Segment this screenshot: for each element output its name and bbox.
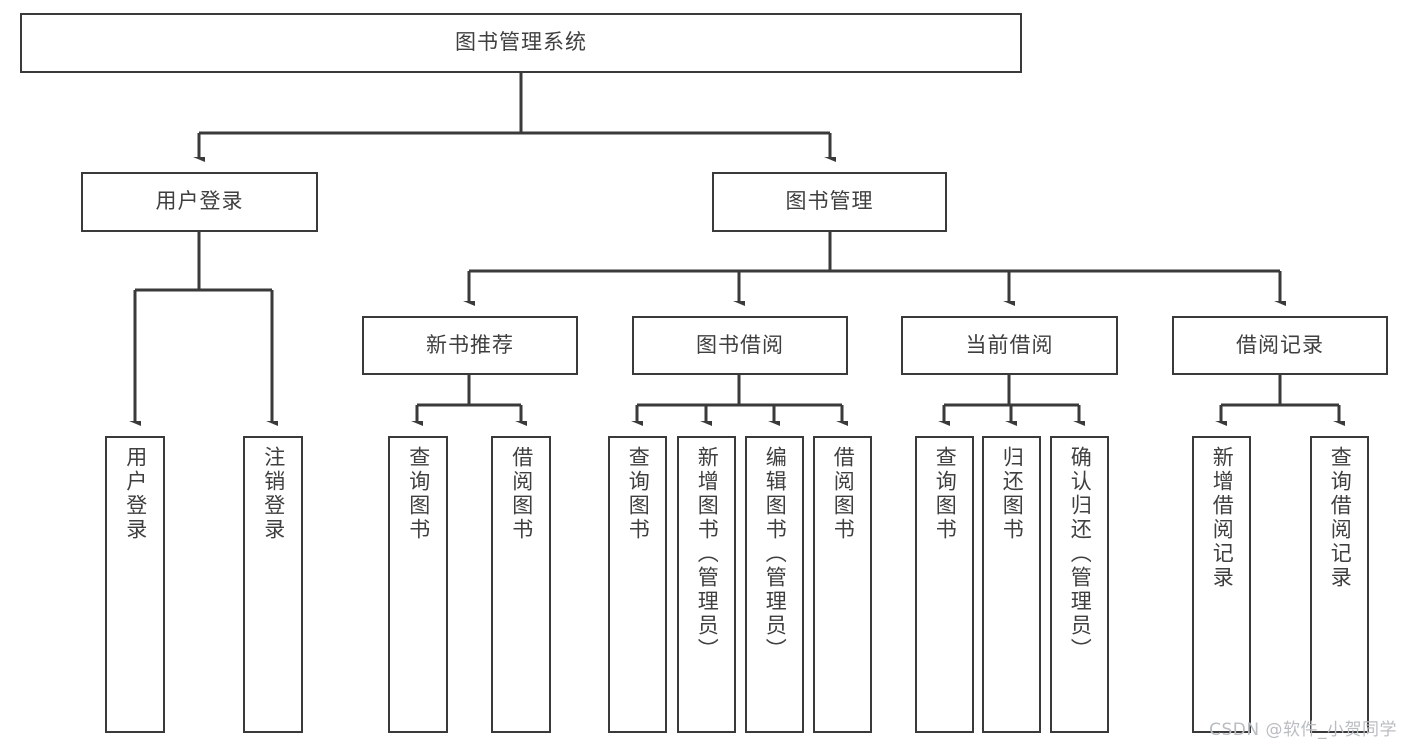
node-label: 查询图书 <box>933 446 958 542</box>
node-leaf-return-book[interactable]: 归还图书 <box>982 436 1041 733</box>
node-label: 新增借阅记录 <box>1210 446 1235 590</box>
node-borrow-record[interactable]: 借阅记录 <box>1172 316 1388 375</box>
node-root-system[interactable]: 图书管理系统 <box>20 13 1022 73</box>
node-label: 当前借阅 <box>965 332 1054 357</box>
node-current-borrow[interactable]: 当前借阅 <box>901 316 1118 375</box>
node-leaf-query-book-3[interactable]: 查询图书 <box>915 436 974 733</box>
node-label: 新书推荐 <box>426 332 514 357</box>
node-label: 查询借阅记录 <box>1328 446 1353 590</box>
node-label: 用户登录 <box>123 446 148 542</box>
node-label: 编辑图书（管理员） <box>763 446 788 662</box>
node-leaf-edit-book[interactable]: 编辑图书（管理员） <box>745 436 804 733</box>
node-leaf-add-book[interactable]: 新增图书（管理员） <box>677 436 736 733</box>
node-label: 新增图书（管理员） <box>695 446 720 662</box>
node-label: 查询图书 <box>626 446 651 542</box>
node-label: 查询图书 <box>406 446 431 542</box>
node-label: 图书管理系统 <box>455 30 587 55</box>
node-label: 图书借阅 <box>696 332 784 357</box>
node-label: 注销登录 <box>261 446 286 542</box>
node-label: 图书管理 <box>785 189 874 214</box>
node-user-login[interactable]: 用户登录 <box>81 172 318 232</box>
node-label: 借阅图书 <box>831 446 856 542</box>
node-leaf-confirm-return[interactable]: 确认归还（管理员） <box>1050 436 1109 733</box>
node-book-borrow[interactable]: 图书借阅 <box>632 316 848 375</box>
node-new-book-recommend[interactable]: 新书推荐 <box>362 316 578 375</box>
node-leaf-add-record[interactable]: 新增借阅记录 <box>1192 436 1251 733</box>
node-label: 归还图书 <box>1000 446 1025 542</box>
node-leaf-query-book-1[interactable]: 查询图书 <box>388 436 448 733</box>
node-leaf-query-book-2[interactable]: 查询图书 <box>608 436 667 733</box>
node-label: 借阅图书 <box>509 446 534 542</box>
node-label: 确认归还（管理员） <box>1068 446 1093 662</box>
node-leaf-borrow-book-1[interactable]: 借阅图书 <box>491 436 551 733</box>
csdn-watermark: CSDN @软件_小贺同学 <box>1209 720 1397 740</box>
node-leaf-query-record[interactable]: 查询借阅记录 <box>1310 436 1369 733</box>
node-label: 借阅记录 <box>1236 332 1324 357</box>
node-leaf-logout[interactable]: 注销登录 <box>243 436 303 733</box>
node-label: 用户登录 <box>155 189 244 214</box>
node-book-manage[interactable]: 图书管理 <box>712 172 947 232</box>
node-leaf-borrow-book-2[interactable]: 借阅图书 <box>813 436 872 733</box>
node-leaf-user-login[interactable]: 用户登录 <box>105 436 165 733</box>
